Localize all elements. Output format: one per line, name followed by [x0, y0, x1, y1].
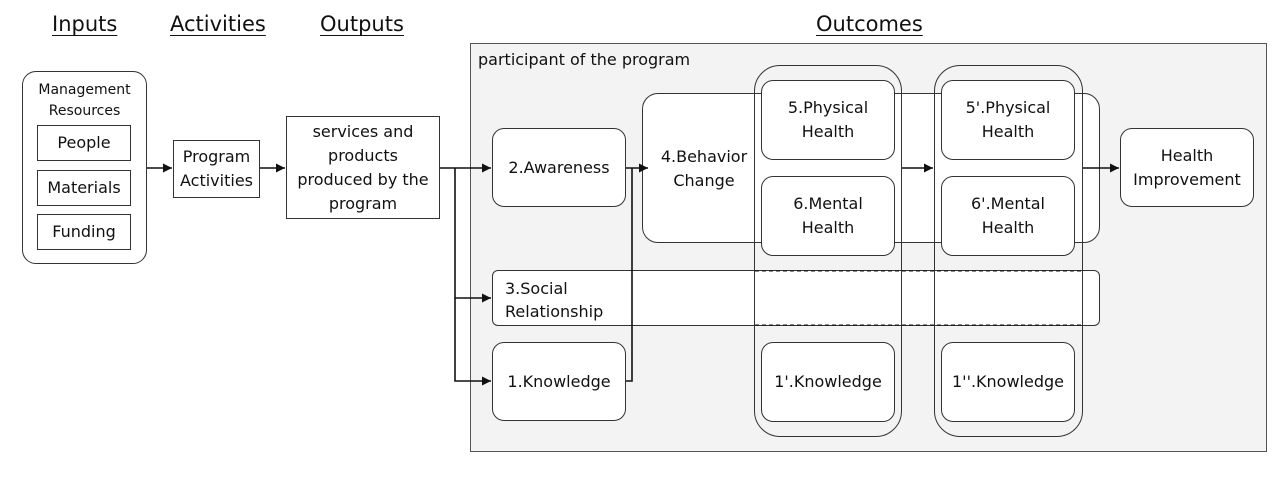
social-relationship-label: 3.Social Relationship	[505, 279, 604, 321]
mental-health-box: 6.Mental Health	[761, 176, 895, 256]
social-relationship-box	[492, 270, 1100, 326]
line-knowledge-to-behavior	[626, 168, 633, 382]
knowledge-prime-box: 1'.Knowledge	[761, 342, 895, 422]
behavior-change-label: 4.Behavior Change	[660, 147, 748, 190]
outputs-header: Outputs	[320, 12, 404, 36]
funding-box: Funding	[37, 214, 131, 250]
inputs-header: Inputs	[52, 12, 118, 36]
awareness-box: 2.Awareness	[492, 128, 626, 207]
outcome-column-2	[934, 65, 1083, 437]
knowledge-double-prime-box: 1''.Knowledge	[941, 342, 1075, 422]
physical-health-prime-box: 5'.Physical Health	[941, 80, 1075, 160]
people-box: People	[37, 125, 131, 161]
knowledge-box: 1.Knowledge	[492, 342, 626, 421]
management-resources-label: Management Resources	[38, 82, 131, 119]
physical-health-box: 5.Physical Health	[761, 80, 895, 160]
participant-region-label: participant of the program	[478, 50, 691, 69]
arrow-outputs-to-social	[454, 168, 491, 303]
outcomes-header: Outcomes	[816, 12, 923, 36]
health-improvement-box: Health Improvement	[1120, 128, 1254, 207]
materials-box: Materials	[37, 170, 131, 206]
mental-health-prime-box: 6'.Mental Health	[941, 176, 1075, 256]
arrow-outputs-to-knowledge	[454, 298, 491, 386]
program-outputs-box: services and products produced by the pr…	[286, 116, 440, 219]
outcome-column-1	[754, 65, 902, 437]
activities-header: Activities	[170, 12, 266, 36]
program-activities-box: Program Activities	[173, 140, 260, 198]
